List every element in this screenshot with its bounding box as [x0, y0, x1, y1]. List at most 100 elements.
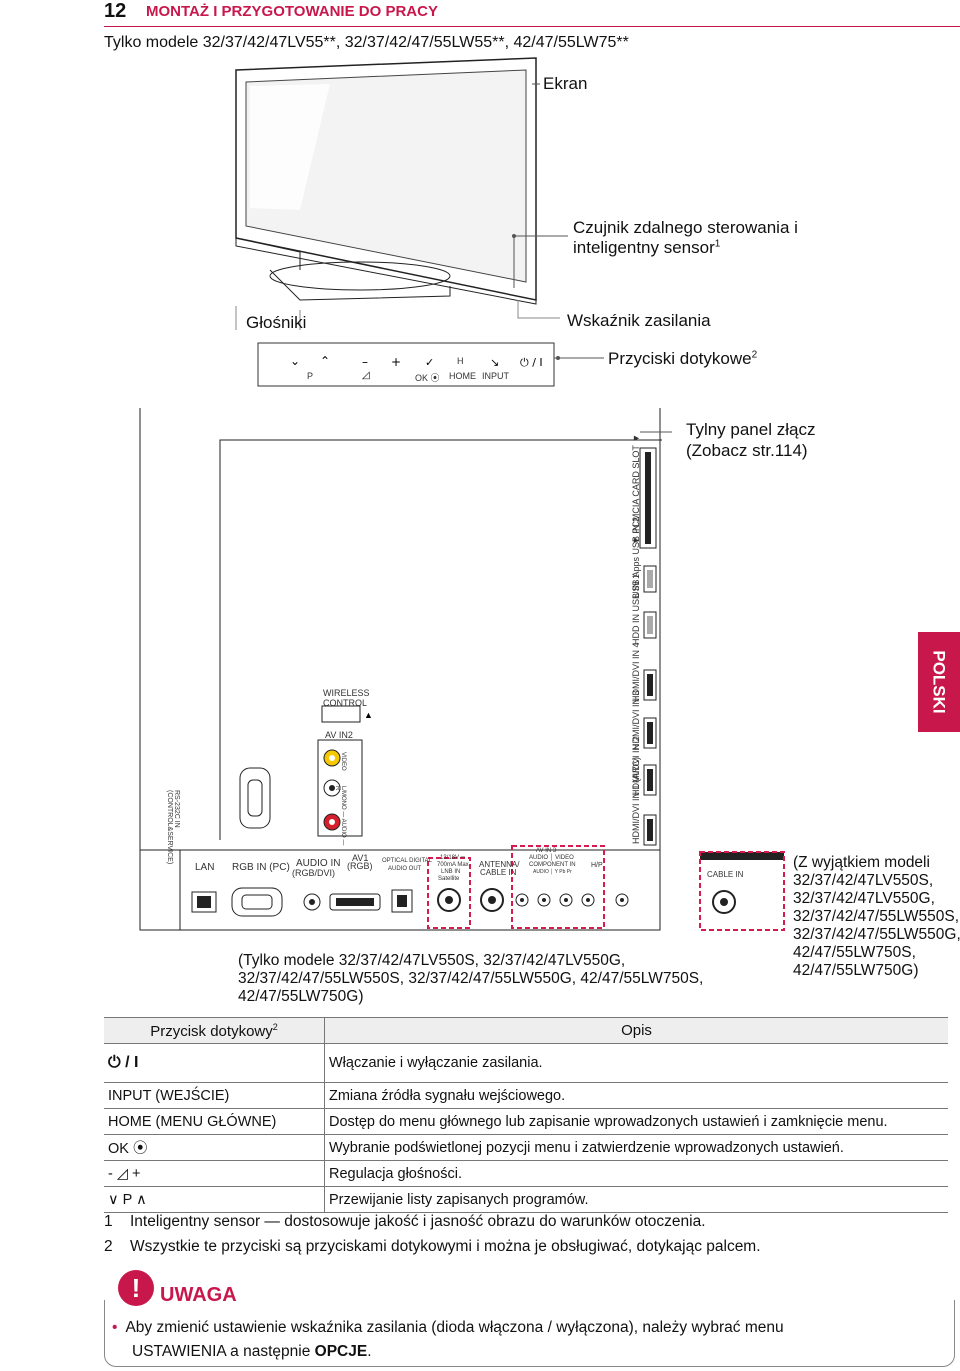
- footnote-number: 1: [104, 1213, 113, 1230]
- footnote-1: 1 Inteligentny sensor — dostosowuje jakoś…: [104, 1213, 706, 1231]
- av1-label-line2: (RGB): [347, 861, 373, 871]
- svg-text:–: –: [362, 355, 368, 369]
- model-note-right-line: 32/37/42/47/55LW550G,: [793, 926, 960, 943]
- footnote-text: Inteligentny sensor — dostosowuje jakość…: [130, 1213, 706, 1230]
- audio-in-label-line2: (RGB/DVI): [292, 868, 336, 878]
- model-note-right-line: 32/37/42/47LV550G,: [793, 890, 935, 907]
- pcmcia-label: ▼ PCMCIA CARD SLOT ▼: [631, 433, 641, 545]
- model-note-left-line2: 32/37/42/47/55LW550S, 32/37/42/47/55LW55…: [238, 970, 704, 987]
- hdmi-4-label: HDMI/DVI IN 4: [631, 642, 641, 702]
- lnb-label-line3: LNB IN: [441, 869, 461, 875]
- table-header-desc: Opis: [324, 1017, 948, 1044]
- rgb-in-label: RGB IN (PC): [232, 862, 290, 873]
- table-header-row: Przycisk dotykowy2 Opis: [104, 1017, 948, 1044]
- table-cell-button: INPUT (WEJŚCIE): [104, 1082, 325, 1109]
- note-text-line1: Aby zmienić ustawienie wskaźnika zasilan…: [125, 1319, 784, 1336]
- remote-sensor-sup: 1: [714, 238, 721, 250]
- lnb-label-line2: 700mA Max: [437, 862, 469, 868]
- component-in-label: COMPONENT IN: [529, 862, 576, 868]
- table-cell-button: ⏻ / I: [104, 1043, 325, 1083]
- model-note-right: (Z wyjątkiem modeli 32/37/42/47LV550S, 3…: [793, 854, 960, 980]
- touch-buttons-text: Przyciski dotykowe: [608, 349, 752, 368]
- svg-text:▲: ▲: [364, 710, 373, 720]
- wireless-label-line1: WIRELESS: [323, 688, 370, 698]
- note-title: UWAGA: [160, 1284, 237, 1306]
- table-cell-desc: Włączanie i wyłączanie zasilania.: [324, 1043, 948, 1083]
- header-divider: [104, 26, 960, 27]
- table-row: INPUT (WEJŚCIE) Zmiana źródła sygnału we…: [104, 1082, 948, 1109]
- language-side-tab: POLSKI: [918, 632, 960, 732]
- optical-label-line1: OPTICAL DIGITAL: [382, 858, 433, 864]
- table-row: HOME (MENU GŁÓWNE) Dostęp do menu główne…: [104, 1108, 948, 1135]
- svg-text:+: +: [391, 355, 401, 369]
- optical-label-line2: AUDIO OUT: [388, 866, 422, 872]
- note-text-bold: OPCJE: [314, 1343, 368, 1360]
- model-note-right-line: 32/37/42/47LV550S,: [793, 872, 934, 889]
- power-indicator-label: Wskaźnik zasilania: [567, 311, 711, 330]
- antenna-label-line1: ANTENNA/: [479, 860, 520, 869]
- lan-label: LAN: [195, 862, 215, 873]
- remote-sensor-text: inteligentny sensor: [573, 238, 715, 257]
- av-in3-label: AV IN 3: [536, 848, 557, 854]
- model-note-right-line: 32/37/42/47/55LW550S,: [793, 908, 960, 925]
- note-bullet: • Aby zmienić ustawienie wskaźnika zasila…: [112, 1316, 912, 1364]
- table-cell-desc: Regulacja głośności.: [324, 1160, 948, 1187]
- audio-label: L/MONO — AUDIO — R: [334, 786, 346, 846]
- table-cell-button: - ◿ +: [104, 1160, 325, 1187]
- touch-ok-label: OK ⦿: [415, 373, 440, 383]
- models-subtitle: Tylko modele 32/37/42/47LV55**, 32/37/42…: [104, 34, 629, 51]
- table-header-button: Przycisk dotykowy2: [104, 1017, 325, 1044]
- touch-buttons-sup: 2: [751, 349, 758, 361]
- note-text-end: .: [367, 1343, 372, 1360]
- table-cell-desc: Wybranie podświetlonej pozycji menu i za…: [324, 1134, 948, 1161]
- remote-sensor-label-line1: Czujnik zdalnego sterowania i: [573, 218, 798, 237]
- page-number: 12: [104, 0, 127, 22]
- table-cell-button: HOME (MENU GŁÓWNE): [104, 1108, 325, 1135]
- rear-panel-label-line1: Tylny panel złącz: [686, 420, 816, 439]
- model-note-right-line: 42/47/55LW750S,: [793, 944, 916, 961]
- rear-panel-label-line2: (Zobacz str.114): [686, 441, 808, 460]
- footnote-number: 2: [104, 1238, 113, 1255]
- touch-input-label: INPUT: [482, 371, 509, 381]
- touch-p-label: P: [307, 371, 314, 381]
- remote-sensor-label-line2: inteligentny sensor1: [573, 238, 720, 258]
- touch-buttons-table: Przycisk dotykowy2 Opis ⏻ / I Włączanie …: [104, 1017, 948, 1213]
- lnb-label-line1: 13/18V ═: [440, 855, 465, 861]
- model-note-left-line1: (Tylko modele 32/37/42/47LV550S, 32/37/4…: [238, 952, 626, 969]
- wireless-label-line2: CONTROL: [323, 698, 368, 708]
- footnote-text: Wszystkie te przyciski są przyciskami do…: [130, 1238, 761, 1255]
- touch-home-label: HOME: [449, 371, 476, 381]
- svg-text:✓: ✓: [425, 356, 434, 369]
- antenna-right-label-line2: CABLE IN: [707, 870, 744, 879]
- bullet-dot-icon: •: [112, 1319, 118, 1336]
- svg-text:◿: ◿: [362, 370, 370, 381]
- component-pins-label: AUDIO │ Y Pb Pr: [533, 869, 572, 875]
- touch-h-label: H: [457, 356, 464, 366]
- antenna-label-line2: CABLE IN: [480, 868, 517, 877]
- av1-label-line1: AV1: [352, 853, 369, 863]
- table-row: OK ⦿ Wybranie podświetlonej pozycji menu…: [104, 1134, 948, 1161]
- rs232-label: RS-232C IN (CONTROL&SERVICE): [166, 790, 180, 865]
- model-note-right-line: (Z wyjątkiem modeli: [793, 854, 930, 871]
- warning-icon: !: [118, 1270, 154, 1306]
- table-header-sup: 2: [272, 1021, 278, 1032]
- touch-buttons-label: Przyciski dotykowe2: [608, 349, 757, 369]
- section-title: MONTAŻ I PRZYGOTOWANIE DO PRACY: [146, 3, 438, 20]
- headphone-label: H/P: [591, 862, 603, 869]
- model-note-right-line: 42/47/55LW750G): [793, 962, 919, 979]
- note-text-line2: USTAWIENIA a następnie: [132, 1343, 315, 1360]
- note-box: [104, 1300, 955, 1367]
- table-header-button-text: Przycisk dotykowy: [150, 1022, 273, 1040]
- lnb-label-line4: Satellite: [438, 876, 460, 882]
- audio-video-label: AUDIO │ VIDEO: [529, 855, 574, 861]
- table-cell-desc: Dostęp do menu głównego lub zapisanie wp…: [324, 1108, 948, 1135]
- table-cell-desc: Zmiana źródła sygnału wejściowego.: [324, 1082, 948, 1109]
- svg-text:⏻ / I: ⏻ / I: [520, 356, 543, 369]
- table-row: ∨ P ∧ Przewijanie listy zapisanych progr…: [104, 1186, 948, 1213]
- svg-text:↘: ↘: [490, 356, 499, 369]
- audio-in-label-line1: AUDIO IN: [296, 858, 341, 869]
- av-in2-label: AV IN2: [325, 730, 353, 740]
- svg-text:⌄: ⌄: [290, 354, 300, 368]
- table-row: - ◿ + Regulacja głośności.: [104, 1160, 948, 1187]
- table-cell-desc: Przewijanie listy zapisanych programów.: [324, 1186, 948, 1213]
